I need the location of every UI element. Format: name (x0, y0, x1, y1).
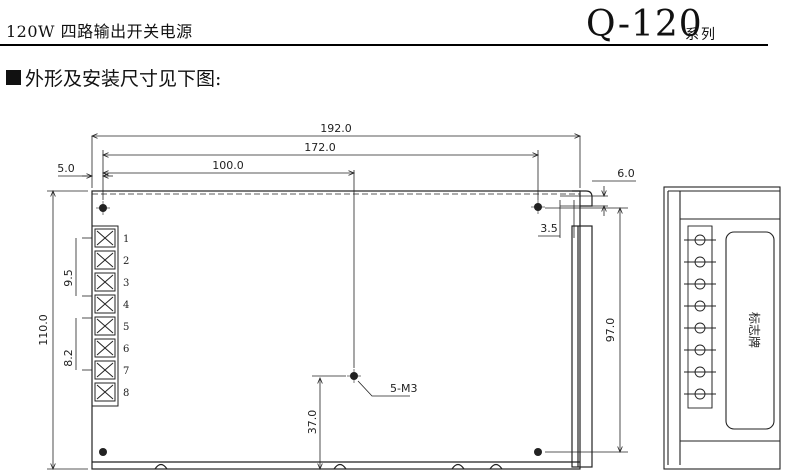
terminal-screws (94, 228, 116, 402)
nameplate-label: 标志牌 (747, 312, 761, 348)
model-number: Q-120 (586, 4, 703, 45)
header-title: 120W 四路输出开关电源 (6, 22, 193, 41)
terminal-number: 5 (123, 322, 129, 333)
dimension-lines (47, 136, 636, 469)
terminal-number: 8 (123, 388, 129, 399)
section-heading: 外形及安装尺寸见下图: (6, 64, 221, 91)
dim-pin-pitch-b: 8.2 (62, 349, 75, 367)
dim-height: 110.0 (37, 314, 50, 346)
dim-center-hole: 100.0 (212, 159, 244, 172)
terminal-number: 3 (123, 278, 129, 289)
right-flange (571, 225, 593, 468)
bottom-tabs (154, 463, 503, 470)
dim-overall-length: 192.0 (320, 122, 352, 135)
series-label: 系列 (685, 27, 717, 43)
terminal-numbers: 1 2 3 4 5 6 7 8 (123, 234, 129, 399)
enclosure-outline (91, 190, 581, 470)
side-terminals (684, 225, 716, 409)
mounting-hole (534, 448, 542, 456)
square-bullet-icon (6, 70, 21, 85)
mounting-holes (99, 203, 542, 456)
dim-small-offset: 3.5 (540, 222, 558, 235)
dim-pin-pitch-a: 9.5 (62, 269, 75, 287)
screw-label: 5-M3 (390, 382, 417, 395)
terminal-number: 2 (123, 256, 129, 267)
dim-hole-height: 97.0 (604, 318, 617, 343)
terminal-number: 6 (123, 344, 129, 355)
enclosure-side-view (663, 186, 781, 470)
mounting-hole (99, 448, 107, 456)
terminal-block (91, 225, 119, 407)
dimension-labels: 192.0 172.0 100.0 5.0 6.0 3.5 5-M3 110.0… (37, 122, 635, 434)
nameplate-area (725, 231, 775, 430)
dim-edge-offset: 5.0 (57, 162, 75, 175)
dim-hole-span: 172.0 (304, 141, 336, 154)
enclosure-top-view (91, 190, 593, 470)
terminal-number: 4 (123, 300, 129, 311)
dim-screw-y: 37.0 (306, 410, 319, 435)
flange-bend (572, 190, 593, 207)
dim-right-offset: 6.0 (617, 167, 635, 180)
terminal-number: 1 (123, 234, 129, 245)
terminal-number: 7 (123, 366, 129, 377)
section-title: 外形及安装尺寸见下图: (25, 68, 222, 90)
header-rule (0, 44, 768, 46)
